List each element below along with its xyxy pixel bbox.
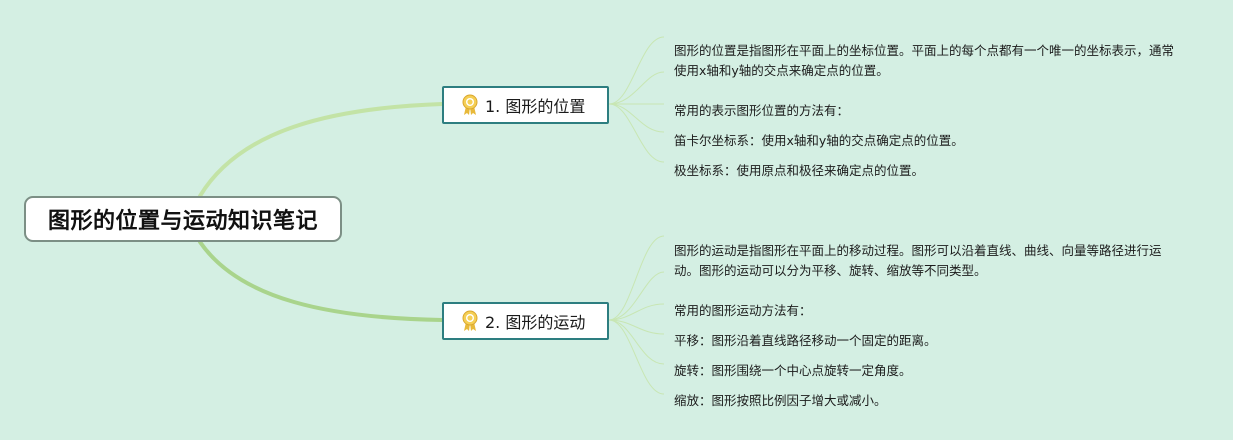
connector-b2-note-1 bbox=[608, 235, 665, 321]
connector-b1-note-4 bbox=[608, 103, 665, 163]
note-polar-coordinates[interactable]: 极坐标系：使用原点和极径来确定点的位置。 bbox=[674, 163, 925, 178]
note-motion-methods-heading[interactable]: 常用的图形运动方法有： bbox=[674, 303, 812, 318]
branch-topic-label: 2. 图形的运动 bbox=[485, 313, 586, 332]
root-topic-label: 图形的位置与运动知识笔记 bbox=[47, 209, 318, 234]
connector-b1-note-1b bbox=[608, 71, 665, 105]
note-translation[interactable]: 平移：图形沿着直线路径移动一个固定的距离。 bbox=[674, 333, 937, 348]
branch-topic-motion[interactable]: 2. 图形的运动 bbox=[442, 302, 609, 340]
note-position-definition[interactable]: 图形的位置是指图形在平面上的坐标位置。平面上的每个点都有一个唯一的坐标表示，通常… bbox=[674, 43, 1175, 78]
note-position-methods-heading[interactable]: 常用的表示图形位置的方法有： bbox=[674, 103, 850, 118]
connector-b1-note-1 bbox=[608, 36, 665, 105]
connector-b2-note-2 bbox=[608, 303, 665, 321]
root-topic[interactable]: 图形的位置与运动知识笔记 bbox=[24, 196, 342, 242]
branch-topic-position[interactable]: 1. 图形的位置 bbox=[442, 86, 609, 124]
award-badge-icon bbox=[460, 310, 480, 332]
connector-b2-note-4 bbox=[608, 319, 665, 365]
note-cartesian-coordinates[interactable]: 笛卡尔坐标系：使用x轴和y轴的交点确定点的位置。 bbox=[674, 133, 964, 148]
note-rotation[interactable]: 旋转：图形围绕一个中心点旋转一定角度。 bbox=[674, 363, 912, 378]
connector-b2-note-5 bbox=[608, 319, 665, 395]
branch-topic-label: 1. 图形的位置 bbox=[485, 97, 586, 116]
connector-b1-note-3 bbox=[608, 103, 665, 133]
connector-root-branch-1 bbox=[198, 102, 444, 198]
award-badge-icon bbox=[460, 94, 480, 116]
note-motion-definition[interactable]: 图形的运动是指图形在平面上的移动过程。图形可以沿着直线、曲线、向量等路径进行运动… bbox=[674, 243, 1162, 278]
note-scaling[interactable]: 缩放：图形按照比例因子增大或减小。 bbox=[674, 393, 887, 408]
connector-root-branch-2 bbox=[198, 240, 444, 322]
connector-b2-note-1b bbox=[608, 271, 665, 321]
